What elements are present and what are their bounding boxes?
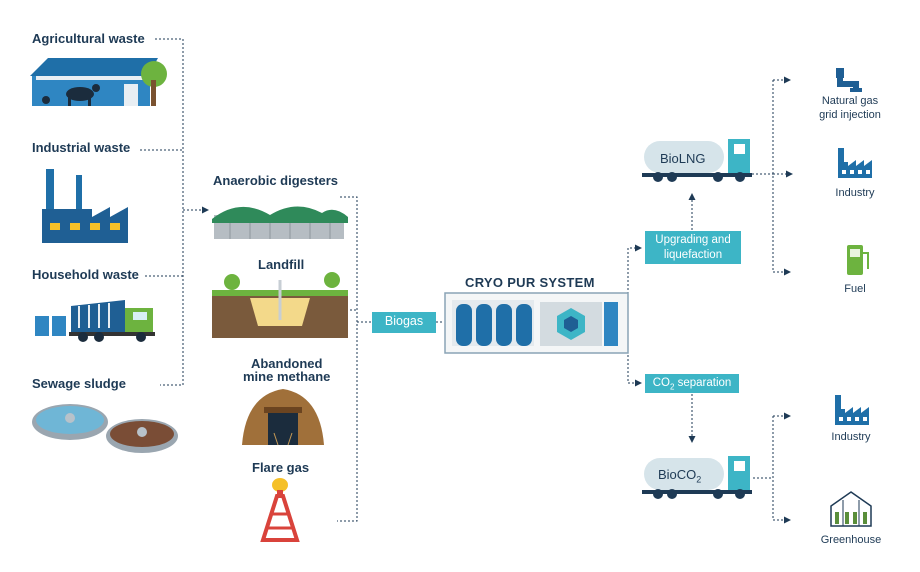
industrial-waste-label: Industrial waste: [32, 140, 131, 155]
biolng-truck-icon: [642, 139, 752, 182]
industry-top-icon: [838, 148, 872, 178]
pipe-icon: [836, 68, 862, 92]
greenhouse-icon: [830, 491, 872, 527]
biogas-box: Biogas: [372, 312, 436, 333]
fuel-pump-icon: [847, 245, 869, 275]
mine-icon: [242, 389, 324, 446]
industry-bottom-icon: [835, 395, 869, 425]
cryo-pur-unit: [444, 292, 629, 354]
digesters-icon: [212, 206, 348, 239]
sewage-tanks-icon: [32, 404, 178, 453]
factory-icon: [42, 169, 128, 243]
flare-gas-label: Flare gas: [252, 460, 310, 475]
upgrading-liquefaction-box: Upgrading and liquefaction: [645, 231, 741, 264]
natural-gas-label: Natural gas grid injection: [819, 95, 881, 121]
agricultural-waste-label: Agricultural waste: [32, 31, 145, 46]
biolng-label: BioLNG: [660, 151, 706, 166]
co2-separation-box: CO2 separation: [645, 374, 739, 393]
household-waste-label: Household waste: [32, 267, 139, 282]
landfill-icon: [212, 272, 348, 338]
industry-bottom-label: Industry: [831, 431, 871, 443]
mine-methane-label: Abandoned mine methane: [243, 356, 331, 384]
industry-top-label: Industry: [835, 187, 875, 199]
anaerobic-digesters-label: Anaerobic digesters: [213, 173, 338, 188]
barn-cow-icon: [30, 58, 167, 106]
flare-tower-icon: [260, 478, 300, 542]
fuel-label: Fuel: [844, 283, 866, 295]
landfill-label: Landfill: [258, 257, 305, 272]
sewage-sludge-label: Sewage sludge: [32, 376, 126, 391]
bioco2-truck-icon: [642, 456, 752, 499]
cryo-pur-title: CRYO PUR SYSTEM: [465, 275, 595, 290]
bioco2-label: BioCO2: [658, 467, 702, 485]
garbage-truck-icon: [35, 300, 155, 342]
greenhouse-label: Greenhouse: [820, 534, 882, 546]
